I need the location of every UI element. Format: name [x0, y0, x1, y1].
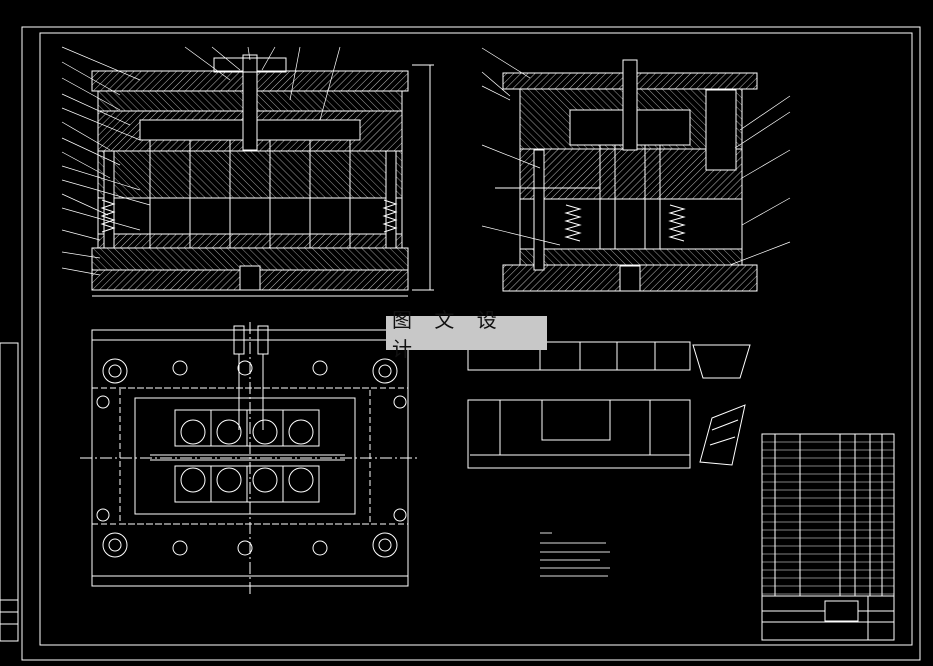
- watermark-label: 图 文 设 计: [386, 308, 547, 361]
- title-block: [761, 595, 895, 641]
- side-section-view: [481, 47, 791, 292]
- plan-view: [80, 322, 420, 595]
- front-section-view: [61, 46, 434, 297]
- side-title-strip: [0, 342, 19, 642]
- technical-notes: [540, 532, 610, 577]
- drawing-frame: [21, 26, 921, 661]
- part-views: [467, 341, 751, 469]
